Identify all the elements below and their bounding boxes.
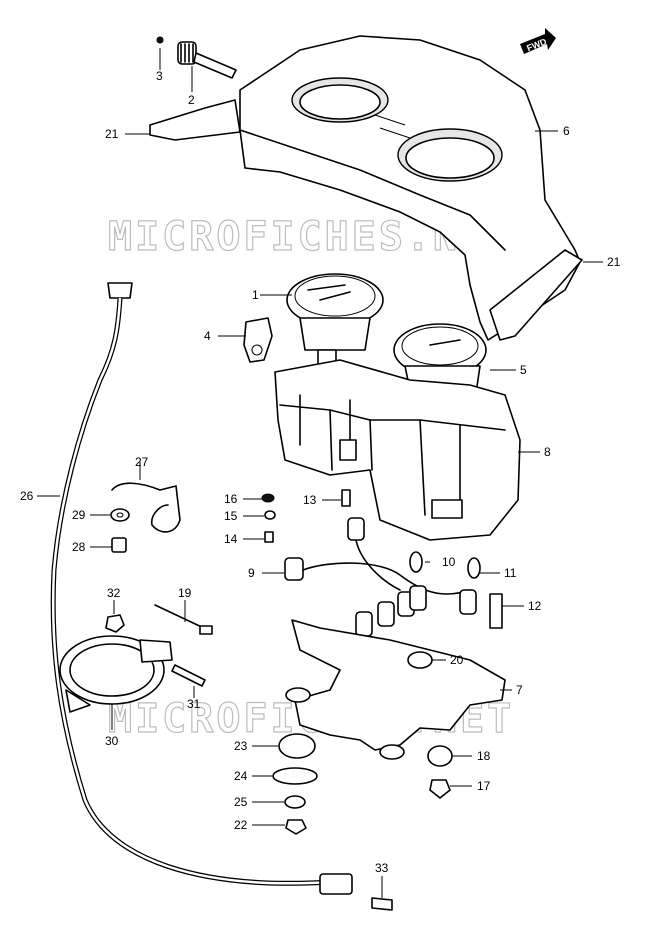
callout-5: 5 (520, 363, 527, 377)
washer-25 (284, 795, 306, 809)
callout-17: 17 (477, 779, 491, 793)
callout-24: 24 (234, 769, 248, 783)
grommet-23 (278, 733, 316, 759)
callout-19: 19 (178, 586, 192, 600)
washer-24 (272, 767, 318, 785)
screw-13 (341, 489, 351, 507)
callout-21-right: 21 (607, 255, 621, 269)
callout-29: 29 (72, 508, 86, 522)
washer-29 (110, 508, 130, 522)
grommet-20 (407, 651, 433, 669)
callout-25: 25 (234, 795, 248, 809)
svg-text:FWD: FWD (525, 36, 548, 53)
grommet-16 (261, 493, 275, 503)
callout-20: 20 (450, 653, 464, 667)
callout-4: 4 (204, 329, 211, 343)
callout-3: 3 (156, 69, 163, 83)
callout-31: 31 (187, 697, 201, 711)
nut-17 (429, 779, 451, 799)
wiring-harness-part (284, 517, 503, 637)
callout-10: 10 (442, 555, 456, 569)
pin-part (111, 482, 181, 533)
callout-12: 12 (528, 599, 542, 613)
bracket-part (291, 619, 506, 751)
callout-13: 13 (303, 493, 317, 507)
fwd-arrow: FWD (520, 28, 556, 54)
speedometer-cable-part (50, 282, 353, 895)
callout-18: 18 (477, 749, 491, 763)
callout-27: 27 (135, 455, 149, 469)
callout-21-left: 21 (105, 127, 119, 141)
callout-23: 23 (234, 739, 248, 753)
grommet-18 (427, 745, 453, 767)
bolt-31 (171, 664, 206, 687)
leader-lines (37, 48, 603, 898)
screw-33 (371, 897, 393, 911)
callout-2: 2 (188, 93, 195, 107)
meter-housing-part (274, 359, 521, 541)
trip-knob-part (156, 36, 237, 79)
callout-16: 16 (224, 492, 238, 506)
callout-28: 28 (72, 540, 86, 554)
callout-32: 32 (107, 586, 121, 600)
callout-labels: 1 2 3 4 5 6 7 8 9 10 11 12 13 14 15 16 1… (20, 69, 621, 875)
nut-32 (105, 614, 125, 633)
callout-9: 9 (248, 566, 255, 580)
callout-11: 11 (504, 566, 517, 580)
callout-26: 26 (20, 489, 34, 503)
callout-8: 8 (544, 445, 551, 459)
callout-30: 30 (105, 734, 119, 748)
clip-part (243, 317, 273, 363)
bolt-28 (111, 537, 127, 553)
callout-6: 6 (563, 124, 570, 138)
screw-14 (264, 531, 274, 543)
callout-15: 15 (224, 509, 238, 523)
speedometer-part (286, 273, 384, 365)
callout-33: 33 (375, 861, 389, 875)
tie-19 (154, 604, 209, 631)
callout-14: 14 (224, 532, 238, 546)
callout-1: 1 (252, 288, 259, 302)
meter-cover-part (149, 35, 583, 341)
washer-15 (264, 510, 276, 520)
nut-22 (285, 819, 307, 835)
callout-7: 7 (516, 683, 523, 697)
callout-22: 22 (234, 818, 248, 832)
